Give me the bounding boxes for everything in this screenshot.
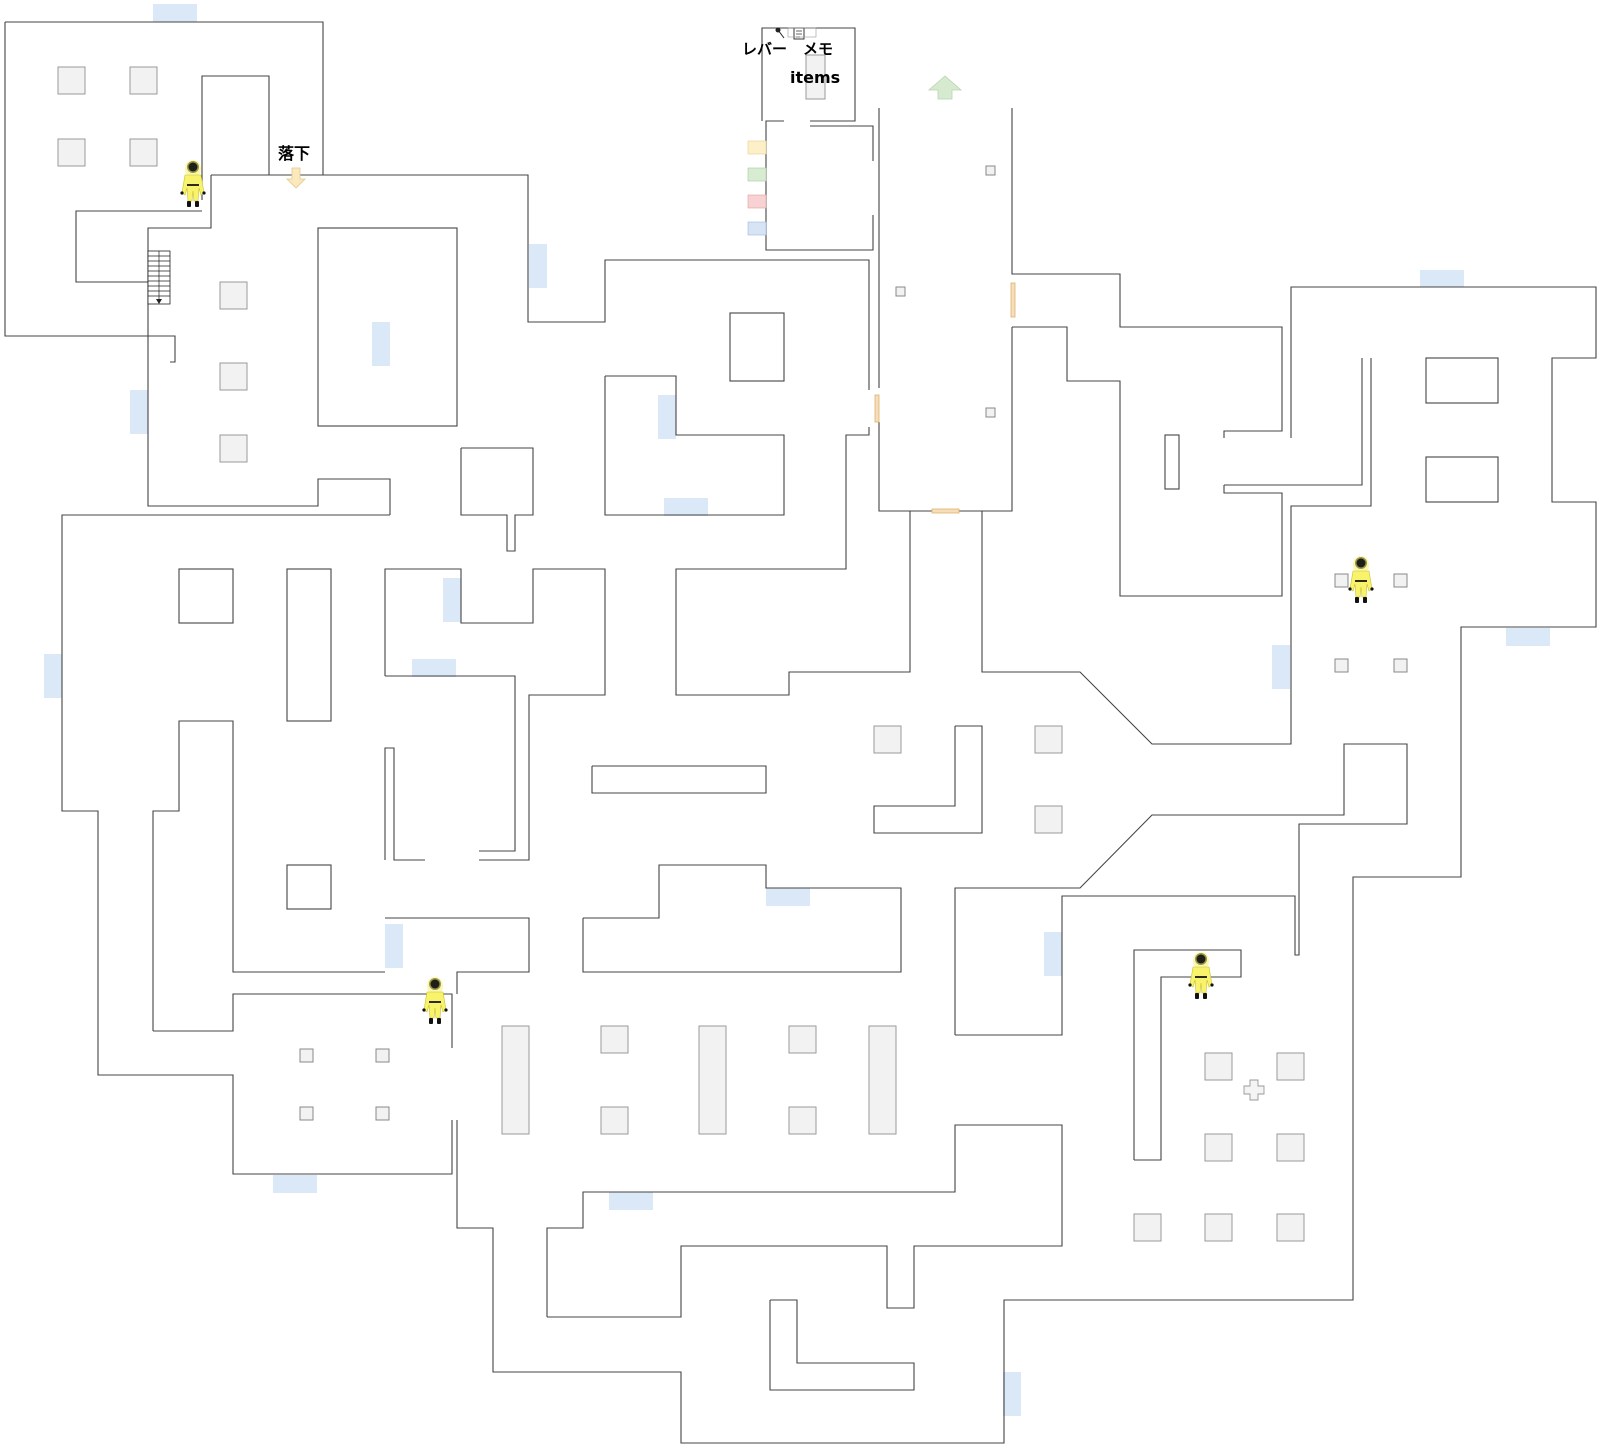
- lever-label: レバー: [742, 40, 787, 58]
- crate: [985, 407, 996, 418]
- crate: [299, 1106, 314, 1121]
- hazmat-figure-icon[interactable]: [1347, 555, 1375, 604]
- lever-icon[interactable]: [775, 27, 785, 39]
- door[interactable]: [609, 1192, 653, 1210]
- door[interactable]: [130, 390, 148, 434]
- memo-icon[interactable]: [793, 27, 805, 40]
- stairs-icon[interactable]: [147, 250, 171, 305]
- key-slot-blue[interactable]: [747, 221, 767, 236]
- pillar: [57, 138, 86, 167]
- down-arrow-icon[interactable]: [286, 167, 306, 189]
- crate: [299, 1048, 314, 1063]
- door[interactable]: [1044, 932, 1062, 976]
- small-door[interactable]: [874, 394, 880, 423]
- key-slot-red[interactable]: [747, 194, 767, 209]
- door[interactable]: [412, 659, 456, 677]
- walls: [4, 21, 1597, 1444]
- crate: [1334, 658, 1349, 673]
- door[interactable]: [372, 322, 390, 366]
- pillar: [219, 362, 248, 391]
- crate: [895, 286, 906, 297]
- door[interactable]: [658, 395, 676, 439]
- pillar: [219, 434, 248, 463]
- door[interactable]: [1420, 270, 1464, 287]
- pillar: [600, 1025, 629, 1054]
- pillar: [1034, 725, 1063, 754]
- pillar: [698, 1025, 727, 1135]
- pillar: [600, 1106, 629, 1135]
- pillar: [788, 1106, 817, 1135]
- crate: [1334, 573, 1349, 588]
- door[interactable]: [529, 244, 547, 288]
- memo-label: メモ: [803, 40, 833, 58]
- door[interactable]: [443, 578, 461, 622]
- pillar: [129, 66, 158, 95]
- hazmat-figure-icon[interactable]: [421, 976, 449, 1025]
- pillar: [1204, 1213, 1233, 1242]
- door[interactable]: [273, 1175, 317, 1193]
- pillar: [1276, 1052, 1305, 1081]
- door[interactable]: [1506, 628, 1550, 646]
- cross-icon[interactable]: [1243, 1079, 1265, 1101]
- door[interactable]: [385, 924, 403, 968]
- pillars: [57, 54, 1408, 1242]
- small-door[interactable]: [1010, 282, 1016, 318]
- small-door[interactable]: [931, 508, 960, 514]
- pillar: [805, 54, 826, 100]
- key-slot-green[interactable]: [747, 167, 767, 182]
- up-arrow-icon[interactable]: [927, 75, 963, 100]
- door[interactable]: [1003, 1372, 1021, 1416]
- pillar: [1276, 1213, 1305, 1242]
- fall-label: 落下: [278, 144, 310, 163]
- crate: [985, 165, 996, 176]
- crate: [375, 1048, 390, 1063]
- key-slot-yellow[interactable]: [747, 140, 767, 155]
- crate: [375, 1106, 390, 1121]
- door[interactable]: [766, 888, 810, 906]
- pillar: [1204, 1133, 1233, 1162]
- door[interactable]: [1272, 645, 1290, 689]
- pillar: [1204, 1052, 1233, 1081]
- door[interactable]: [44, 654, 62, 698]
- pillar: [219, 281, 248, 310]
- pillar: [57, 66, 86, 95]
- crate: [1393, 658, 1408, 673]
- pillar: [1133, 1213, 1162, 1242]
- pillar: [1276, 1133, 1305, 1162]
- pillar: [788, 1025, 817, 1054]
- pillar: [873, 725, 902, 754]
- hazmat-figure-icon[interactable]: [1187, 951, 1215, 1000]
- pillar: [1034, 805, 1063, 834]
- pillar: [129, 138, 158, 167]
- item-box: [787, 27, 817, 38]
- door[interactable]: [153, 4, 197, 22]
- doors: [44, 4, 1550, 1416]
- pillar: [501, 1025, 530, 1135]
- pillar: [868, 1025, 897, 1135]
- items-label: items: [790, 68, 840, 87]
- crate: [1393, 573, 1408, 588]
- door[interactable]: [664, 498, 708, 516]
